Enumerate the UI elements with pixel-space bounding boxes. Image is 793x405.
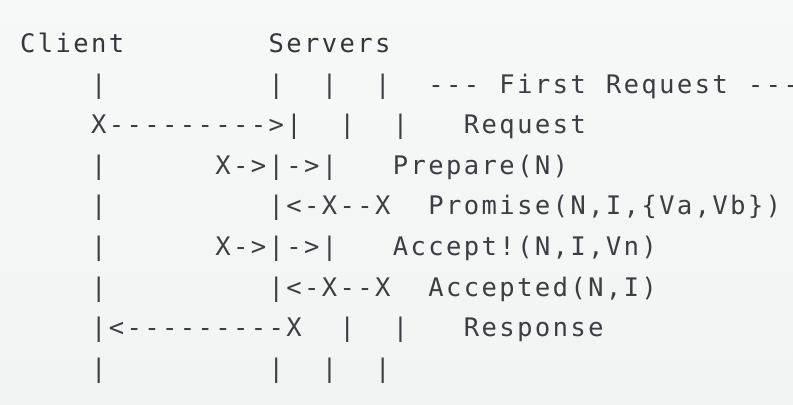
diagram-row-response: |<---------X | | Response — [20, 313, 606, 344]
diagram-row-accept: | X->|->| Accept!(N,I,Vn) — [20, 231, 660, 262]
diagram-row-promise: | |<-X--X Promise(N,I,{Va,Vb}) — [20, 191, 784, 222]
diagram-header-row: Client Servers — [20, 29, 393, 59]
ascii-art-canvas: Client Servers | | | | --- First Request… — [20, 24, 793, 389]
diagram-row-request: X--------->| | | Request — [20, 110, 589, 141]
diagram-row-accepted: | |<-X--X Accepted(N,I) — [20, 272, 660, 303]
diagram-row-lifelines-bottom: | | | | — [20, 353, 411, 384]
diagram-row-lifelines-top: | | | | --- First Request --- — [20, 69, 793, 100]
diagram-row-prepare: | X->|->| Prepare(N) — [20, 150, 571, 181]
